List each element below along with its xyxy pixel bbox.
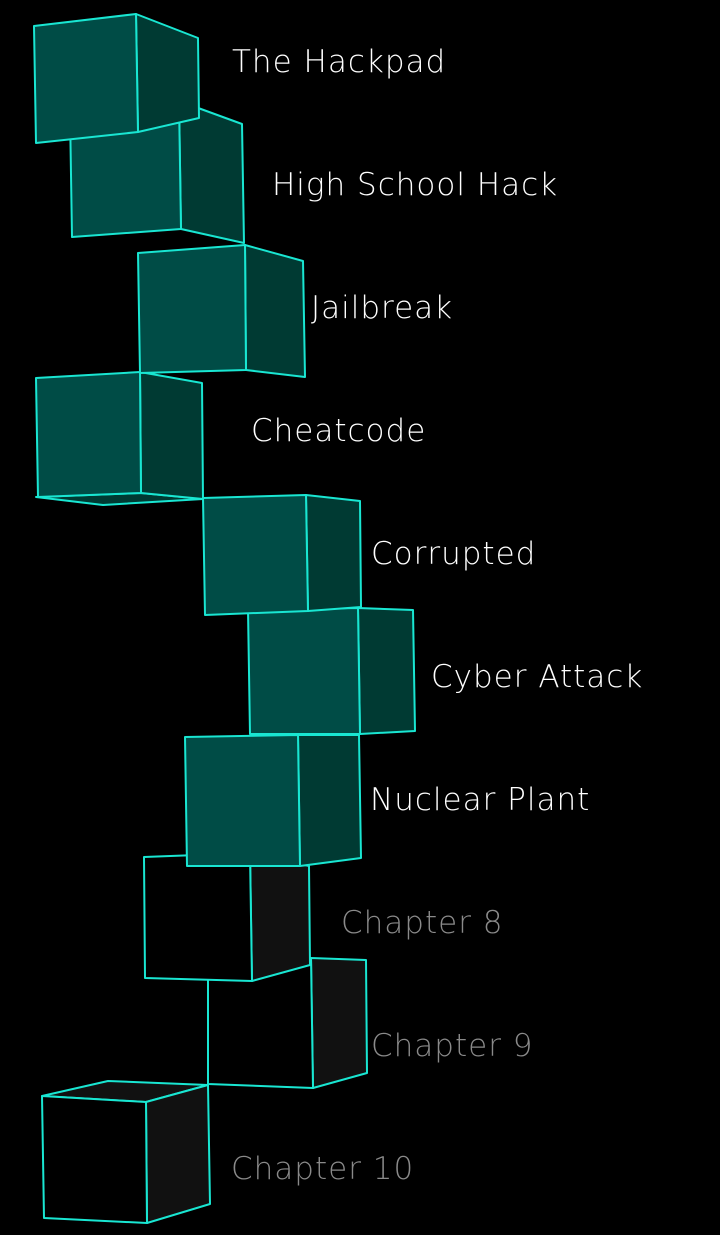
cube-side-face[interactable]: [357, 607, 416, 735]
cube-front-face[interactable]: [137, 244, 247, 374]
chapter-5-cube[interactable]: [202, 494, 362, 616]
cube-front-face[interactable]: [35, 371, 142, 498]
chapter-9-label: Chapter 9: [371, 1028, 534, 1064]
chapter-2-label[interactable]: High School Hack: [272, 167, 559, 203]
chapter-3-label[interactable]: Jailbreak: [311, 290, 454, 326]
chapter-5-label[interactable]: Corrupted: [371, 536, 537, 572]
chapter-3-cube[interactable]: [137, 244, 306, 378]
cube-side-face[interactable]: [244, 244, 306, 378]
cube-side-face: [145, 1084, 211, 1224]
cube-front-face[interactable]: [184, 734, 301, 867]
cube-front-face[interactable]: [202, 494, 309, 616]
chapter-10-label: Chapter 10: [231, 1151, 415, 1187]
cube-side-face[interactable]: [135, 13, 200, 133]
cube-side-face: [310, 957, 368, 1089]
cube-side-face: [249, 852, 311, 982]
chapter-1-cube[interactable]: [33, 13, 200, 144]
chapter-7-label[interactable]: Nuclear Plant: [370, 782, 591, 818]
chapter-4-label[interactable]: Cheatcode: [251, 413, 427, 449]
cube-side-face[interactable]: [139, 371, 204, 500]
cube-side-face[interactable]: [178, 100, 245, 244]
chapter-8-cube: [143, 852, 311, 982]
cube-front-face: [143, 852, 253, 982]
chapter-9-cube: [207, 957, 368, 1089]
cube-front-face[interactable]: [247, 607, 361, 735]
chapter-7-cube[interactable]: [184, 734, 362, 867]
cube-side-face[interactable]: [305, 494, 362, 612]
chapter-4-cube[interactable]: [35, 371, 204, 506]
cube-side-face[interactable]: [297, 734, 362, 867]
chapter-1-label[interactable]: The Hackpad: [232, 44, 447, 80]
cube-front-face[interactable]: [33, 13, 139, 144]
cube-front-face: [41, 1095, 148, 1224]
chapter-6-cube[interactable]: [247, 607, 416, 735]
chapter-6-label[interactable]: Cyber Attack: [431, 659, 644, 695]
chapter-10-cube: [41, 1080, 211, 1224]
chapter-8-label: Chapter 8: [341, 905, 504, 941]
